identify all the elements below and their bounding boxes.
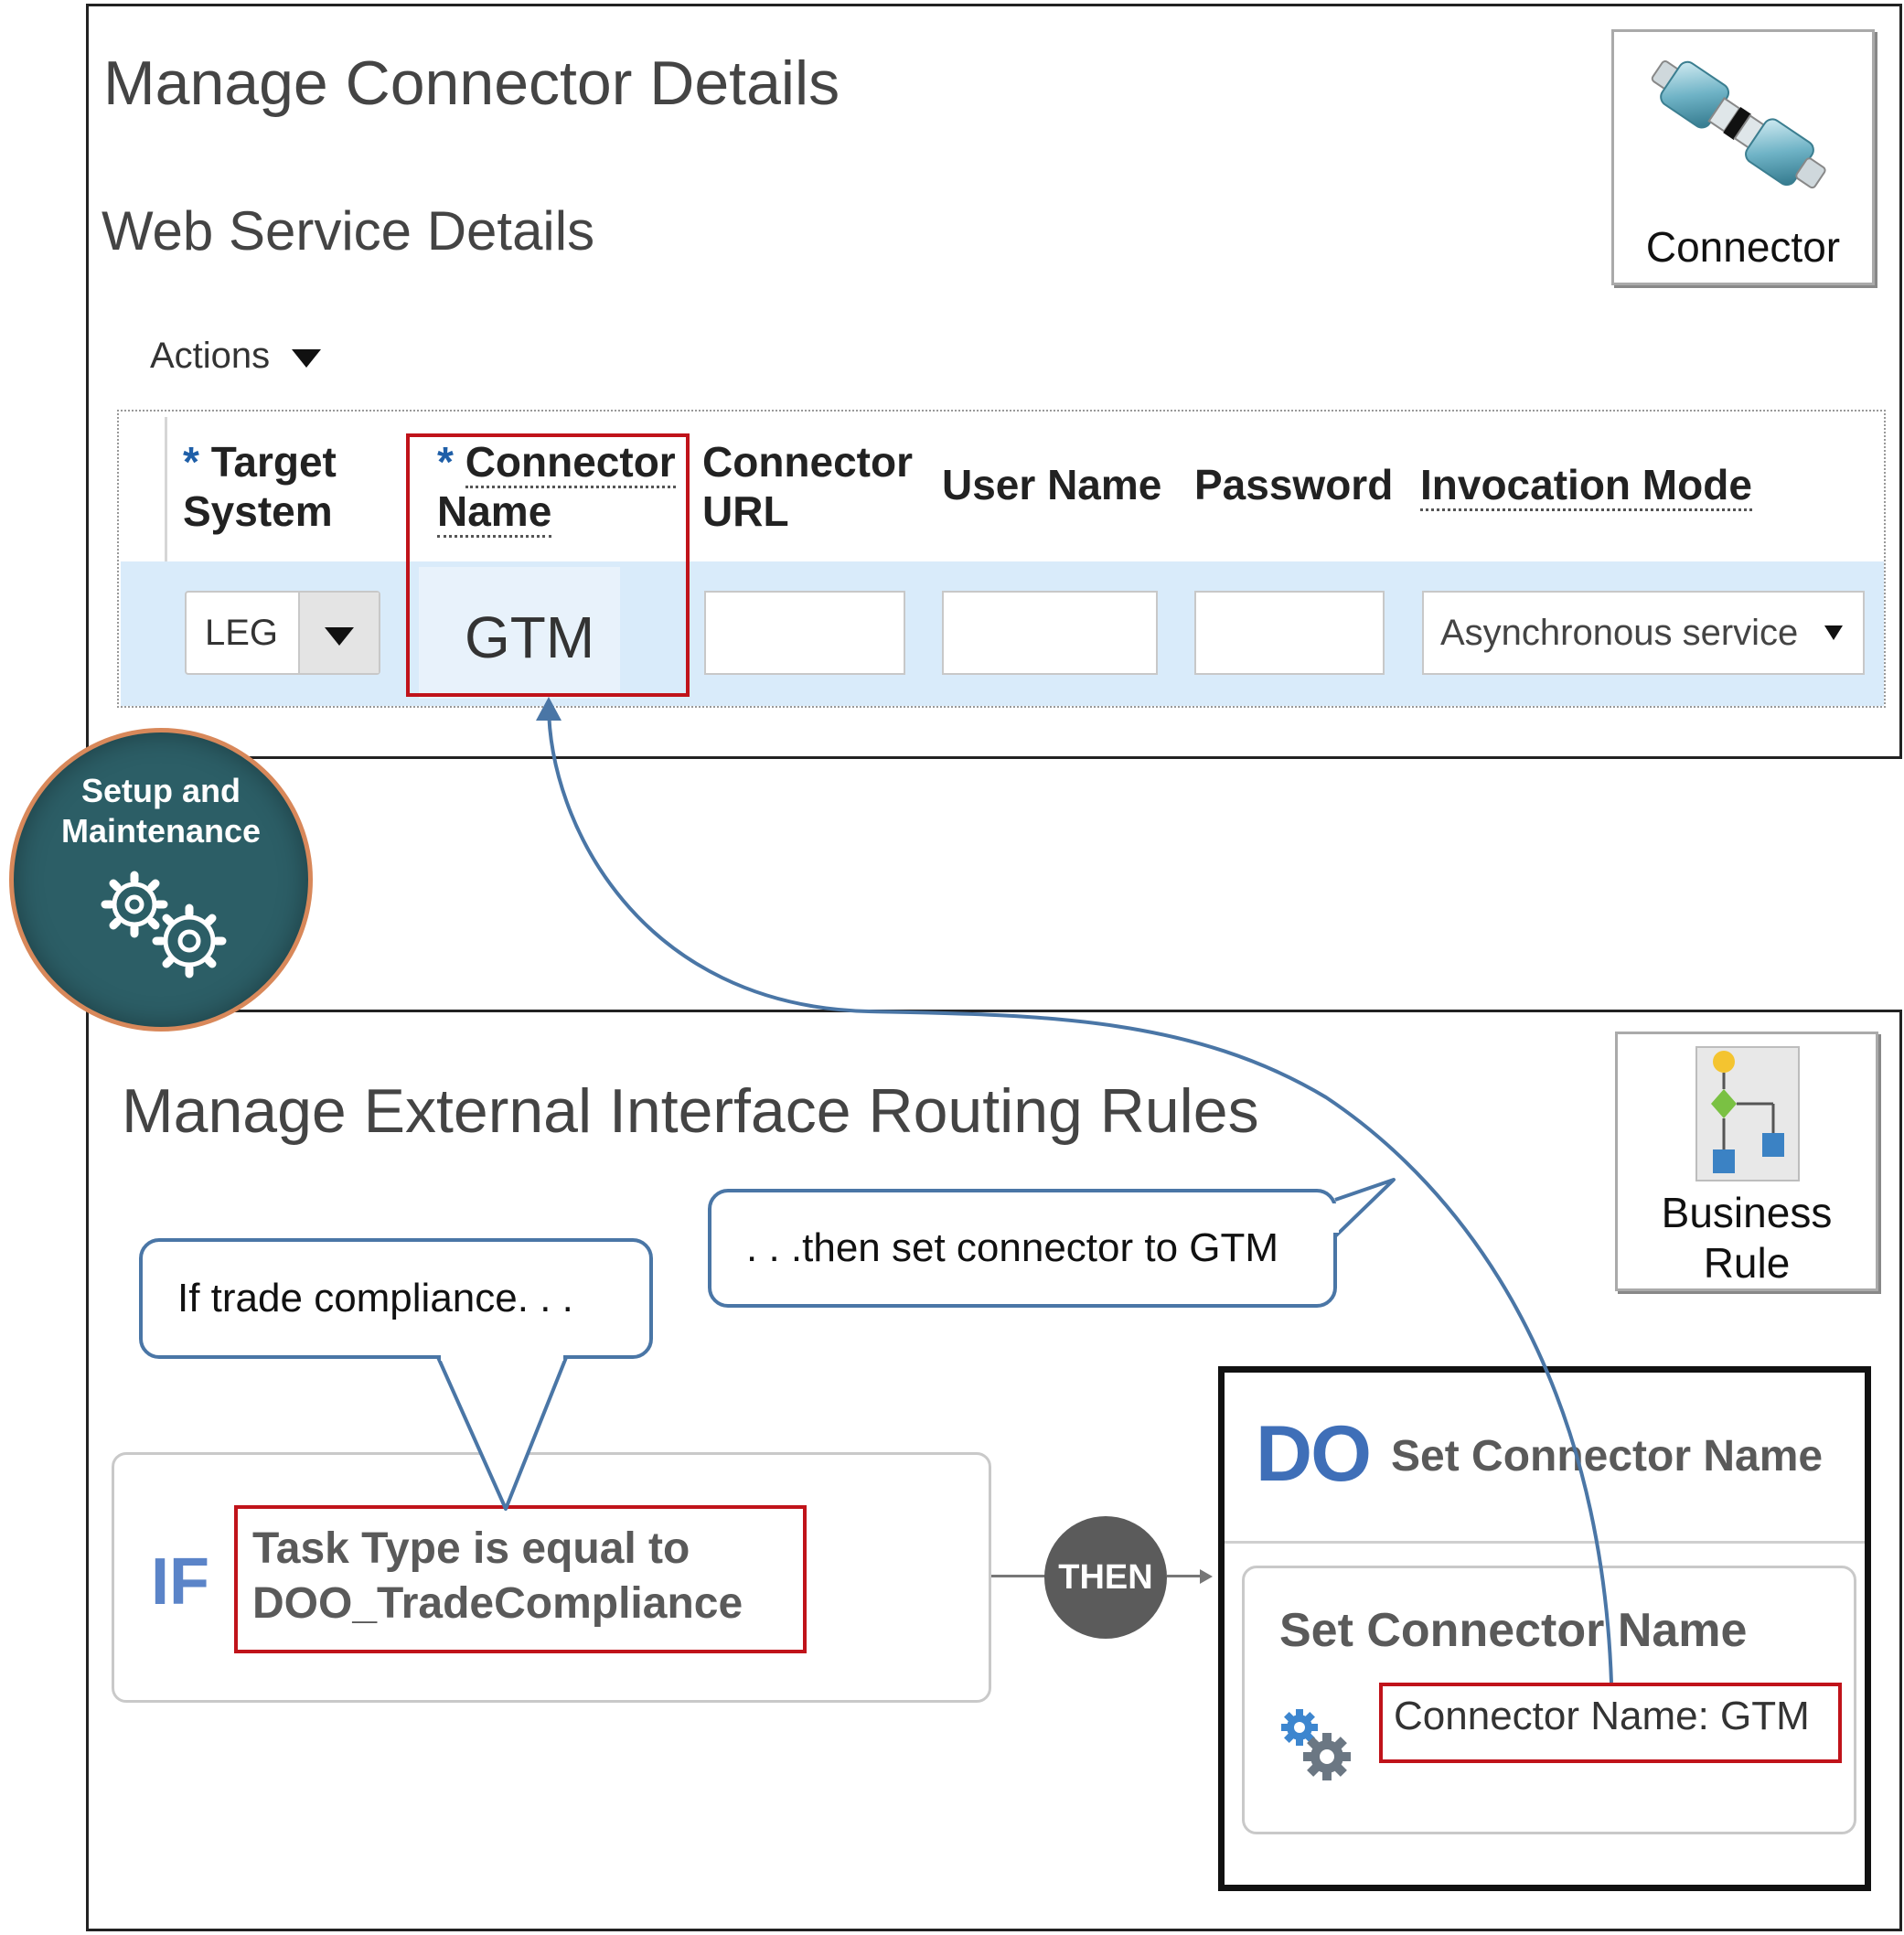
then-connector-line [991,1575,1046,1577]
do-header-divider [1225,1541,1865,1544]
connector-tile: Connector [1611,29,1875,285]
header-invocation-mode-label: Invocation Mode [1420,461,1752,511]
header-user-name: User Name [942,461,1162,508]
header-target-system: * Target System [183,437,337,536]
setup-maintenance-label: Setup and Maintenance [14,771,308,851]
caret-down-icon [292,349,322,368]
gears-icon [101,871,227,978]
header-connector-url-line2: URL [702,487,789,535]
if-condition-highlight [234,1505,807,1653]
connector-name-value: GTM [465,604,595,670]
header-invocation-mode[interactable]: Invocation Mode [1420,460,1752,511]
action-value: Connector Name: GTM [1394,1694,1810,1738]
password-input[interactable] [1194,591,1385,675]
header-target-system-line2: System [183,487,333,535]
connector-tile-label: Connector [1645,223,1841,271]
do-title: Set Connector Name [1391,1432,1824,1481]
required-indicator: * [437,438,454,486]
business-rule-tile: Business Rule [1615,1032,1878,1291]
actions-label: Actions [150,335,271,376]
header-connector-name-line2: Name [437,487,552,538]
connector-name-highlight [406,433,690,697]
if-keyword: IF [151,1545,209,1619]
dropdown-button[interactable] [298,593,379,673]
user-name-input[interactable] [942,591,1158,675]
callout-if: If trade compliance. . . [139,1238,653,1359]
action-title: Set Connector Name [1279,1604,1748,1657]
do-keyword: DO [1256,1410,1372,1498]
invocation-mode-select[interactable]: Asynchronous service [1422,591,1865,675]
then-arrow-line [1167,1575,1203,1577]
business-rule-line1: Business [1661,1189,1833,1236]
target-system-select[interactable]: LEG [185,591,380,675]
setup-badge-line1: Setup and [80,772,241,809]
action-value-highlight [1379,1683,1842,1763]
page-title-routing-rules: Manage External Interface Routing Rules [122,1076,1259,1146]
callout-then: . . .then set connector to GTM [708,1189,1337,1308]
header-connector-url: Connector URL [702,437,913,536]
actions-menu[interactable]: Actions [150,331,322,380]
target-system-value: LEG [205,613,279,653]
connector-url-input[interactable] [704,591,905,675]
header-connector-url-line1: Connector [702,438,913,486]
callout-then-pointer-joint [1332,1203,1339,1233]
business-rule-line2: Rule [1703,1239,1791,1288]
then-label: THEN [1058,1557,1153,1597]
arrow-head-icon [1200,1569,1213,1584]
caret-down-icon [325,627,354,646]
header-connector-name[interactable]: * Connector Name [437,437,676,538]
page-title-connector-details: Manage Connector Details [103,48,840,118]
callout-if-pointer-joint [441,1353,563,1361]
setup-badge-line2: Maintenance [60,812,262,850]
header-target-system-line1: Target [210,438,337,486]
setup-maintenance-badge: Setup and Maintenance [9,728,313,1032]
caret-down-icon [1824,625,1843,640]
header-connector-name-line1: Connector [465,438,676,488]
section-title-web-service: Web Service Details [102,200,595,262]
table-column-divider [165,417,167,704]
connector-icon [1651,60,1826,189]
business-rule-icon [1695,1046,1800,1181]
callout-then-text: . . .then set connector to GTM [746,1225,1279,1270]
connector-name-cell[interactable]: GTM [419,567,620,699]
then-badge: THEN [1044,1516,1167,1639]
header-password: Password [1194,461,1394,508]
invocation-mode-value: Asynchronous service [1440,613,1799,653]
required-indicator: * [183,438,199,486]
gear-icon [1281,1709,1351,1780]
callout-if-text: If trade compliance. . . [177,1276,573,1320]
business-rule-tile-label: Business Rule [1618,1188,1876,1288]
